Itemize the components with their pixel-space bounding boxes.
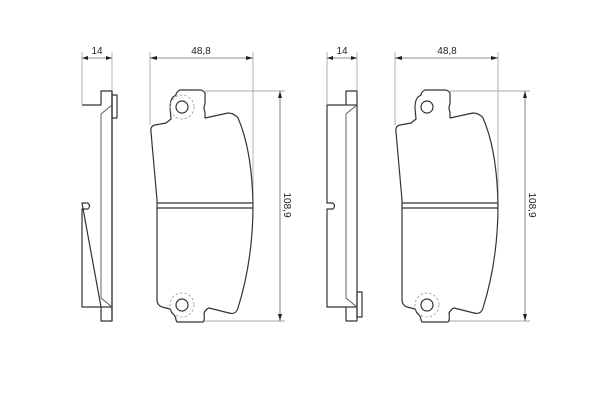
backing-plate-outline [81, 90, 113, 322]
mounting-hole [175, 100, 189, 114]
friction-material-edge [100, 104, 113, 308]
mounting-hole [175, 298, 189, 312]
left-side-view: 14 [81, 46, 118, 322]
backing-plate-outline [326, 90, 358, 322]
thickness-label: 14 [91, 46, 103, 57]
spring-clip [356, 291, 363, 318]
mounting-hole [420, 100, 434, 114]
mounting-hole [420, 298, 434, 312]
friction-material-edge [345, 104, 358, 308]
arrow-left-icon [395, 56, 402, 60]
wear-indicator-circle [414, 292, 440, 318]
width-label: 48,8 [437, 46, 457, 57]
thickness-label: 14 [336, 46, 348, 57]
left-front-view: 48,8 108,9 [149, 46, 292, 323]
wear-indicator-circle [169, 94, 195, 120]
arrow-right-icon [351, 56, 357, 60]
height-label: 108,9 [526, 192, 537, 217]
width-label: 48,8 [191, 46, 211, 57]
arrow-up-icon [523, 91, 527, 98]
right-front-view: 48,8 108,9 [394, 46, 537, 323]
arrow-right-icon [246, 56, 253, 60]
arrow-down-icon [523, 314, 527, 321]
arrow-left-icon [150, 56, 157, 60]
arrow-down-icon [278, 314, 282, 321]
pad-outline [395, 89, 499, 323]
arrow-left-icon [82, 56, 88, 60]
arrow-right-icon [106, 56, 112, 60]
spring-clip [111, 94, 118, 119]
pad-outline [150, 89, 254, 323]
arrow-up-icon [278, 91, 282, 98]
arrow-right-icon [491, 56, 498, 60]
arrow-left-icon [327, 56, 333, 60]
right-side-view: 14 [326, 46, 363, 322]
height-label: 108,9 [281, 192, 292, 217]
wear-indicator-circle [169, 292, 195, 318]
